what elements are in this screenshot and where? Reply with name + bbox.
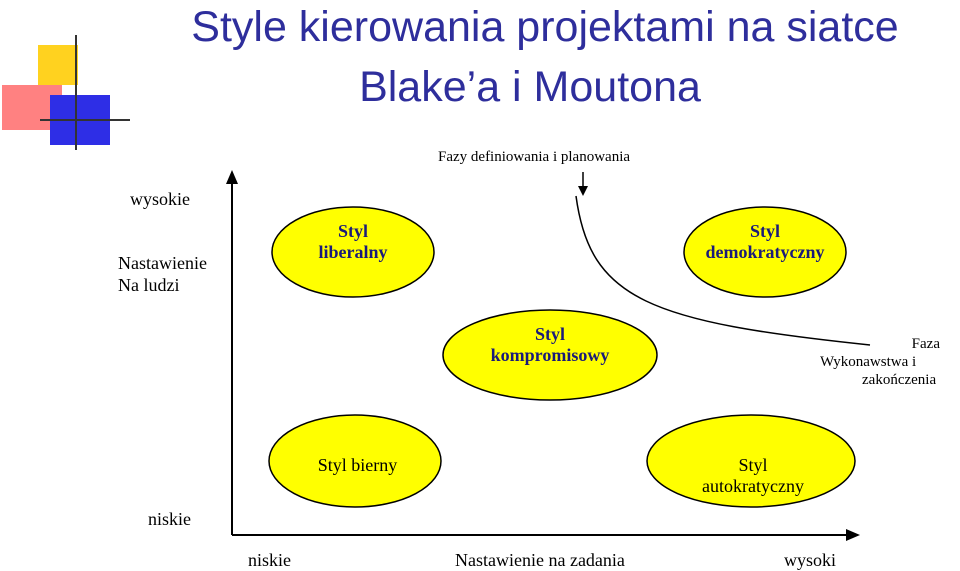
execution-phase-line-1: Faza: [911, 336, 940, 352]
style-liberal-label: Styl liberalny: [273, 221, 433, 263]
ellipse-liberal: [271, 206, 435, 298]
x-axis-arrow: [846, 529, 860, 541]
style-compromise-line-1: Styl: [534, 324, 565, 344]
x-axis-high-label: wysoki: [784, 550, 837, 570]
style-autocratic-label: Styl autokratyczny: [663, 455, 843, 497]
ellipse-democratic: [683, 206, 847, 298]
logo-yellow-square: [38, 45, 78, 85]
style-compromise-line-2: kompromisowy: [490, 345, 610, 365]
style-passive-line-1: Styl bierny: [317, 455, 398, 475]
y-axis-title-line-1: Nastawienie: [118, 253, 207, 273]
phase-boundary-curve: [575, 195, 871, 346]
title-line-1: Style kierowania projektami na siatce: [191, 3, 899, 51]
style-passive-label: Styl bierny: [275, 455, 440, 476]
style-autocratic-line-1: Styl: [738, 455, 768, 475]
ellipse-autocratic: [646, 414, 856, 508]
execution-phase-label-2: Wykonawstwa i: [820, 354, 917, 370]
style-compromise-label: Styl kompromisowy: [450, 324, 650, 366]
planning-phase-label: Fazy definiowania i planowania: [438, 149, 631, 165]
ellipse-compromise: [442, 309, 658, 401]
x-axis-title: Nastawienie na zadania: [455, 550, 625, 570]
y-axis-high-label: wysokie: [130, 189, 190, 209]
y-axis-low-label: niskie: [148, 509, 191, 529]
execution-phase-label-1: Faza: [820, 335, 960, 353]
execution-phase-label-3: zakończenia: [862, 372, 937, 388]
style-democratic-label: Styl demokratyczny: [675, 221, 855, 263]
phase-arrow-head: [578, 186, 588, 196]
style-liberal-line-1: Styl: [337, 221, 368, 241]
ellipse-passive: [268, 414, 442, 508]
x-axis-low-label: niskie: [248, 550, 291, 570]
style-liberal-line-2: liberalny: [318, 242, 388, 262]
style-autocratic-line-2: autokratyczny: [702, 476, 804, 496]
title-line-2: Blake’a i Moutona: [359, 63, 701, 111]
y-axis-arrow: [226, 170, 238, 184]
y-axis-title-line-2: Na ludzi: [118, 275, 180, 295]
style-democratic-line-1: Styl: [749, 221, 780, 241]
style-democratic-line-2: demokratyczny: [705, 242, 825, 262]
